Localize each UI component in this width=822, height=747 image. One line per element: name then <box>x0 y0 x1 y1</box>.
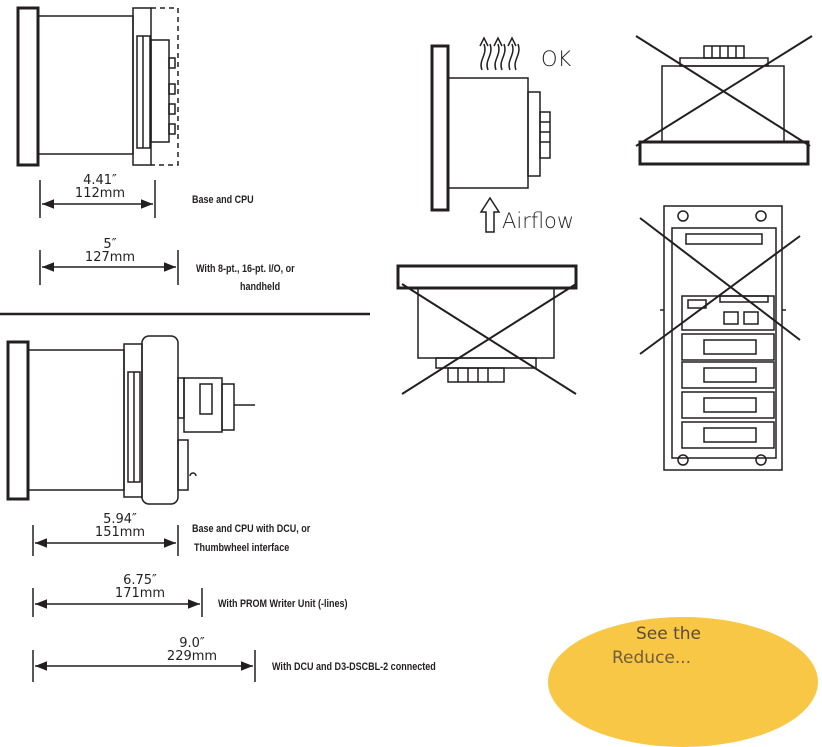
dimension-lines-top <box>39 180 179 285</box>
invalid-orientation-rack <box>639 205 801 471</box>
invalid-orientation-facing-down <box>396 264 578 395</box>
dim-b-inches: 5″ <box>103 237 117 252</box>
ok-orientation-view <box>430 36 551 233</box>
caption-base-cpu: Base and CPU <box>192 194 254 206</box>
dim-c-mm: 151mm <box>94 525 146 540</box>
caption-with-io-line1: With 8-pt., 16-pt. I/O, or <box>196 263 295 275</box>
caption-with-dcu-line1: Base and CPU with DCU, or <box>192 523 311 535</box>
invalid-orientation-inverted <box>635 35 813 166</box>
dim-e-inches: 9.0″ <box>179 636 205 651</box>
callout-line2: Reduce... <box>612 648 692 668</box>
dim-d-mm: 171mm <box>114 586 166 601</box>
dim-a-inches: 4.41″ <box>83 173 117 188</box>
dim-d-inches: 6.75″ <box>123 573 157 588</box>
airflow-label: Airflow <box>502 209 575 233</box>
side-view-base-cpu <box>16 6 179 167</box>
caption-with-io-line2: handheld <box>240 281 281 293</box>
mounting-diagram <box>0 6 813 682</box>
airflow-arrow-icon <box>479 196 501 233</box>
side-view-with-dcu <box>6 335 255 505</box>
heat-wave-icon <box>480 43 492 71</box>
callout-line1: See the <box>636 624 702 644</box>
caption-prom-writer: With PROM Writer Unit (-lines) <box>218 598 348 610</box>
ok-label: OK <box>541 47 572 71</box>
dim-e-mm: 229mm <box>166 649 218 664</box>
dimension-lines-bottom <box>32 525 256 682</box>
caption-dcu-cable: With DCU and D3-DSCBL-2 connected <box>272 661 436 673</box>
dim-c-inches: 5.94″ <box>103 512 137 527</box>
dim-a-mm: 112mm <box>74 186 126 201</box>
caption-with-dcu-line2: Thumbwheel interface <box>194 542 290 554</box>
dim-b-mm: 127mm <box>84 250 136 265</box>
